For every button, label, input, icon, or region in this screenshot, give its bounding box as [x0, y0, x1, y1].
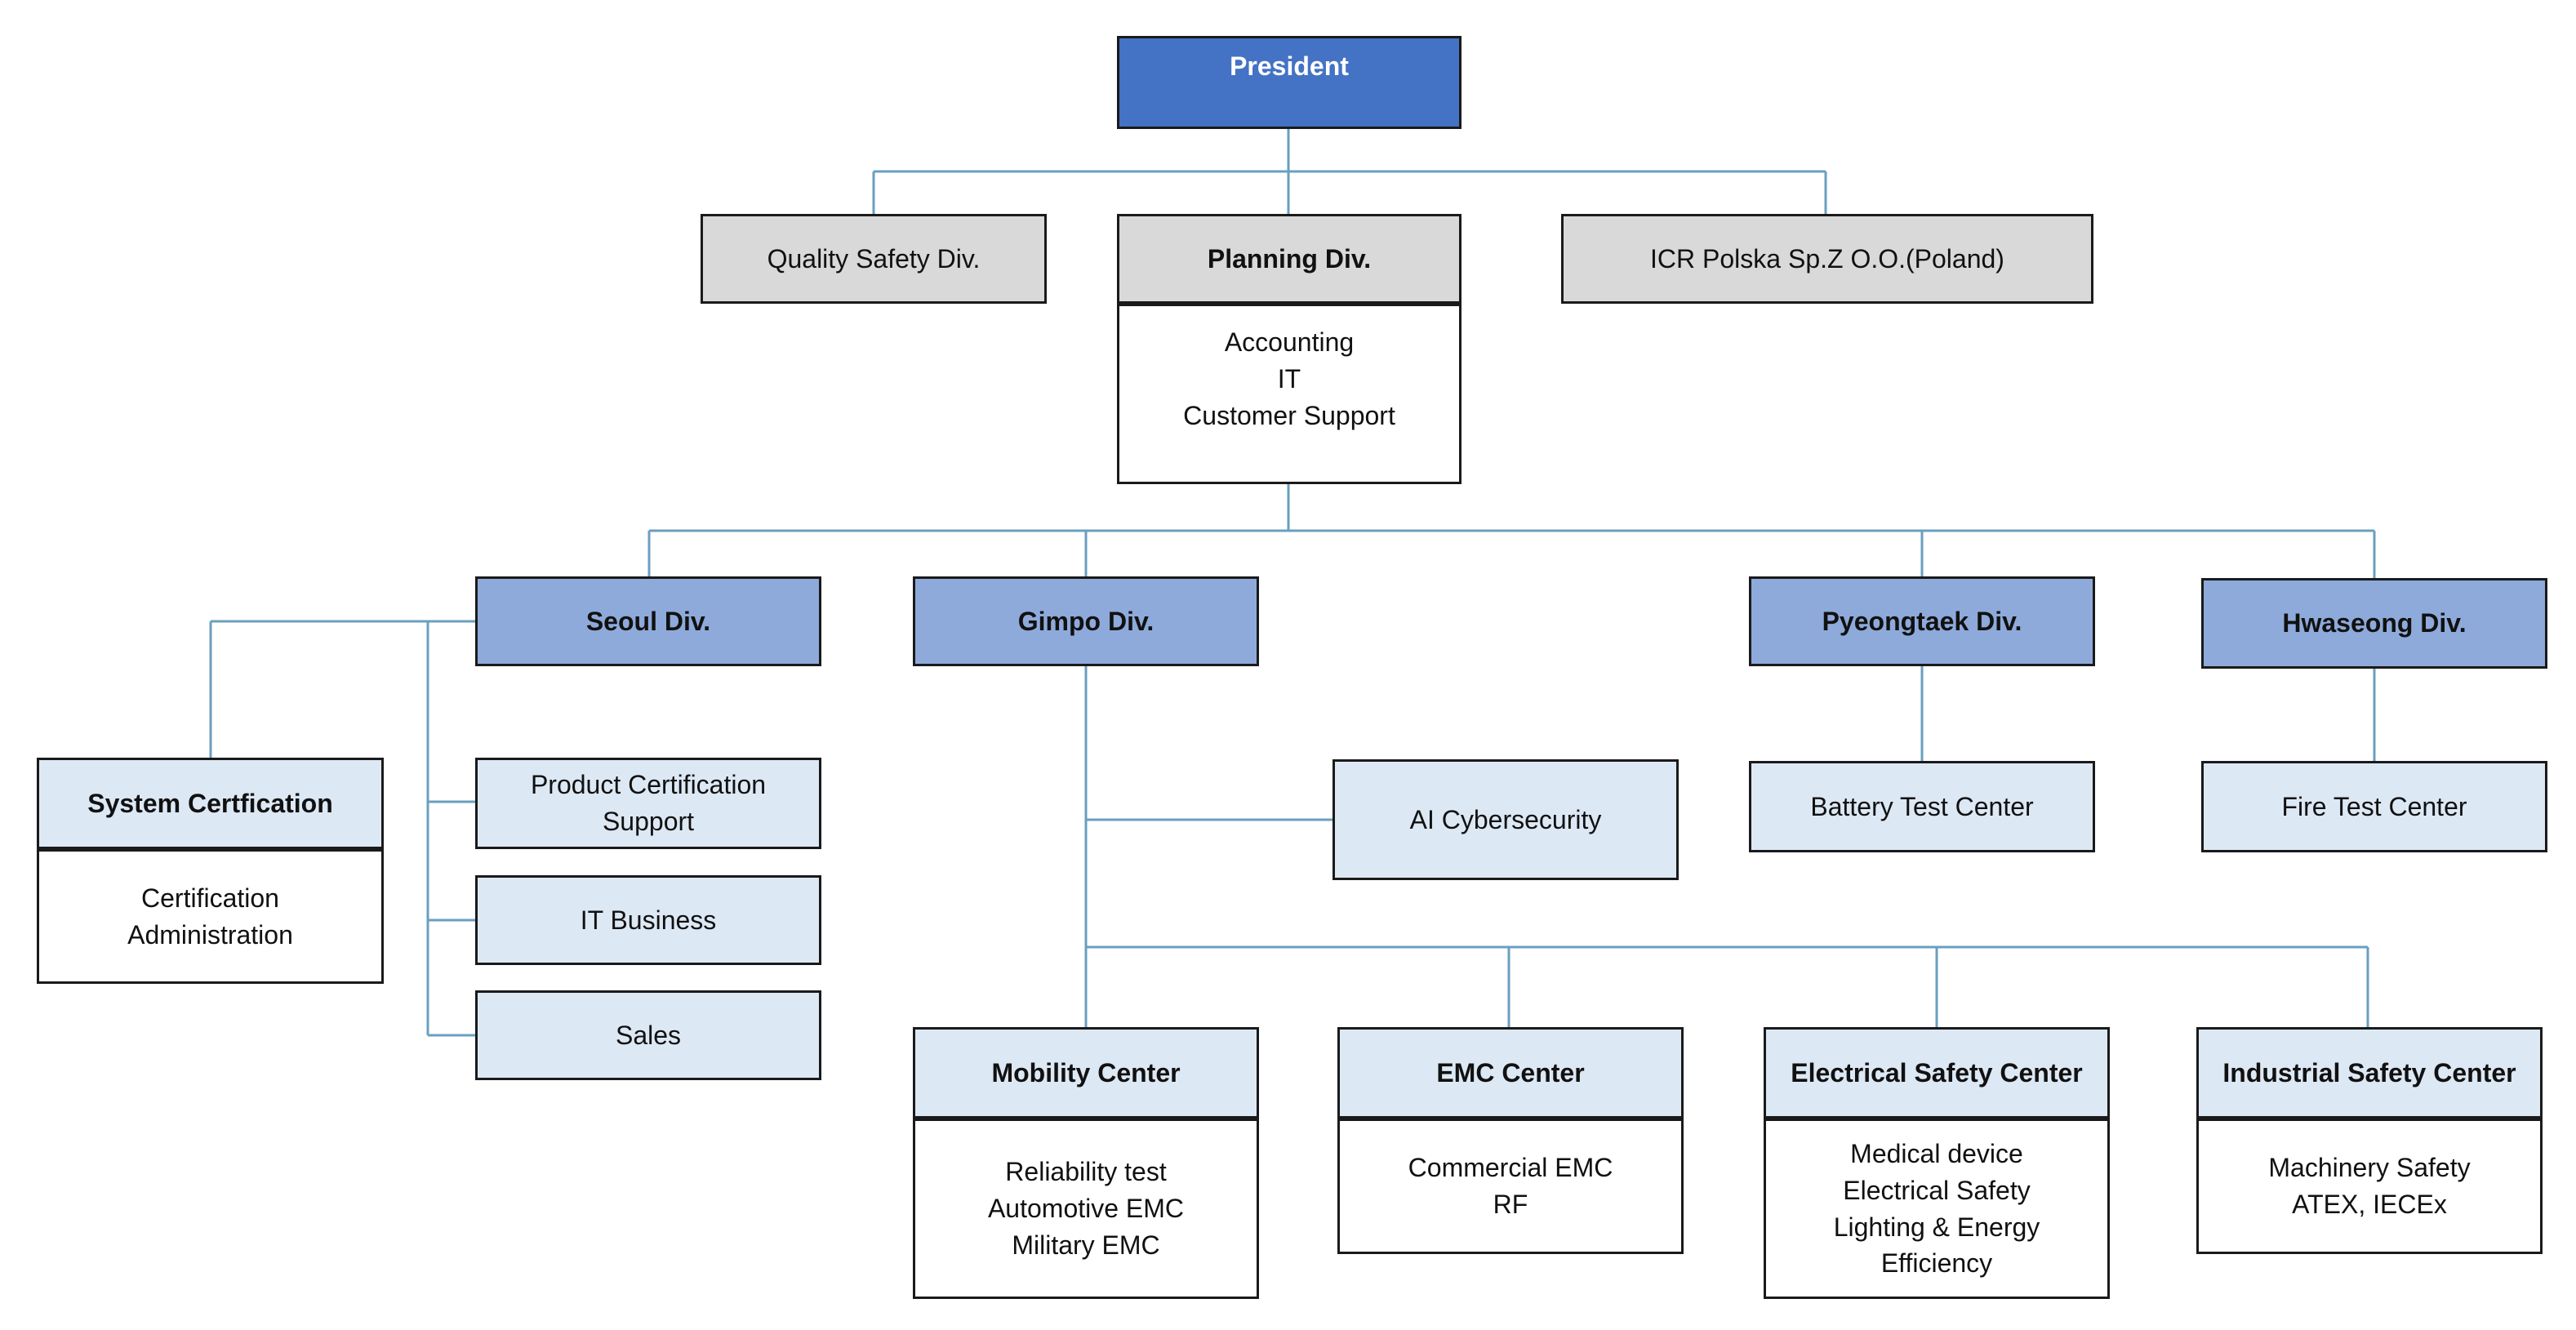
electrical-safety-center-box: Electrical Safety Center: [1764, 1027, 2110, 1119]
quality-safety-div-box: Quality Safety Div.: [701, 214, 1047, 304]
icr-polska-label: ICR Polska Sp.Z O.O.(Poland): [1650, 243, 2004, 274]
fire-test-center-label: Fire Test Center: [2281, 791, 2467, 821]
system-certification-units-box: Certification Administration: [37, 849, 384, 984]
seoul-div-label: Seoul Div.: [585, 606, 711, 636]
quality-safety-div-label: Quality Safety Div.: [767, 243, 981, 274]
hwaseong-div-box: Hwaseong Div.: [2201, 578, 2547, 669]
industrial-safety-center-label: Industrial Safety Center: [2222, 1057, 2516, 1088]
product-certification-support-box: Product Certification Support: [475, 758, 821, 849]
pyeongtaek-div-box: Pyeongtaek Div.: [1749, 576, 2095, 666]
product-certification-line: Product Certification: [530, 770, 767, 800]
electrical-safety-center-unit: Medical device: [1850, 1138, 2023, 1168]
planning-unit: Customer Support: [1183, 400, 1395, 430]
mobility-center-unit: Automotive EMC: [987, 1194, 1185, 1224]
emc-center-unit: RF: [1493, 1190, 1528, 1219]
mobility-center-units-box: Reliability test Automotive EMC Military…: [913, 1119, 1259, 1299]
president-box: President: [1117, 36, 1462, 129]
mobility-center-label: Mobility Center: [991, 1057, 1181, 1088]
industrial-safety-center-unit: ATEX, IECEx: [2292, 1190, 2447, 1219]
emc-center-box: EMC Center: [1337, 1027, 1684, 1119]
emc-center-units-box: Commercial EMC RF: [1337, 1119, 1684, 1254]
electrical-safety-center-label: Electrical Safety Center: [1791, 1057, 2083, 1088]
mobility-center-unit: Reliability test: [1005, 1157, 1167, 1187]
pyeongtaek-div-label: Pyeongtaek Div.: [1822, 606, 2022, 636]
product-certification-line: Support: [602, 807, 695, 836]
ai-cybersecurity-box: AI Cybersecurity: [1332, 759, 1679, 880]
industrial-safety-center-units-box: Machinery Safety ATEX, IECEx: [2196, 1119, 2543, 1254]
planning-div-box: Planning Div.: [1117, 214, 1462, 304]
planning-unit: Accounting: [1224, 327, 1355, 357]
battery-test-center-label: Battery Test Center: [1810, 791, 2034, 821]
emc-center-unit: Commercial EMC: [1408, 1153, 1613, 1183]
electrical-safety-center-units-box: Medical device Electrical Safety Lightin…: [1764, 1119, 2110, 1299]
seoul-div-box: Seoul Div.: [475, 576, 821, 666]
planning-div-label: Planning Div.: [1207, 243, 1372, 274]
industrial-safety-center-box: Industrial Safety Center: [2196, 1027, 2543, 1119]
sales-box: Sales: [475, 990, 821, 1080]
sales-label: Sales: [615, 1020, 682, 1050]
hwaseong-div-label: Hwaseong Div.: [2282, 608, 2467, 638]
mobility-center-box: Mobility Center: [913, 1027, 1259, 1119]
planning-units-box: Accounting IT Customer Support: [1117, 304, 1462, 484]
system-certification-box: System Certfication: [37, 758, 384, 849]
it-business-label: IT Business: [580, 905, 717, 935]
planning-unit: IT: [1277, 363, 1301, 394]
electrical-safety-center-unit: Electrical Safety: [1843, 1175, 2031, 1205]
system-certification-label: System Certfication: [87, 788, 333, 818]
system-certification-unit: Certification: [141, 883, 279, 913]
electrical-safety-center-unit: Efficiency: [1880, 1248, 1993, 1279]
electrical-safety-center-unit: Lighting & Energy: [1833, 1212, 2040, 1242]
ai-cybersecurity-label: AI Cybersecurity: [1409, 804, 1602, 834]
gimpo-div-label: Gimpo Div.: [1017, 606, 1155, 636]
icr-polska-box: ICR Polska Sp.Z O.O.(Poland): [1561, 214, 2093, 304]
president-label: President: [1230, 51, 1349, 81]
gimpo-div-box: Gimpo Div.: [913, 576, 1259, 666]
fire-test-center-box: Fire Test Center: [2201, 761, 2547, 852]
emc-center-label: EMC Center: [1436, 1057, 1585, 1088]
mobility-center-unit: Military EMC: [1012, 1230, 1160, 1260]
system-certification-unit: Administration: [127, 919, 293, 950]
industrial-safety-center-unit: Machinery Safety: [2268, 1153, 2471, 1183]
it-business-box: IT Business: [475, 875, 821, 965]
battery-test-center-box: Battery Test Center: [1749, 761, 2095, 852]
